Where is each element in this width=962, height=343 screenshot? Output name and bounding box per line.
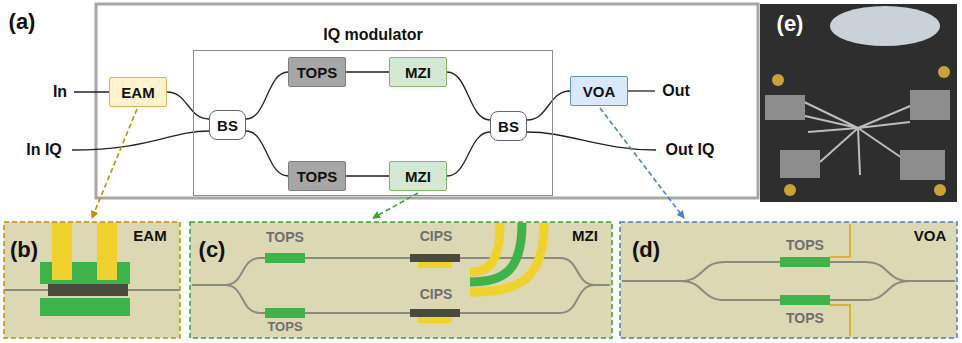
photo-ground xyxy=(620,222,957,338)
modulator-section xyxy=(48,284,128,296)
photo-ground xyxy=(4,222,180,338)
photo-title: EAM xyxy=(131,227,168,244)
probe-mount xyxy=(780,150,820,178)
waveguide-connector xyxy=(447,72,490,120)
iq-modulator-group: IQ modulatorBSTOPSMZITOPSMZIBS xyxy=(193,50,553,196)
waveguide-connector xyxy=(246,131,288,176)
panel-letter: (a) xyxy=(7,9,38,34)
contact-pad xyxy=(40,298,130,316)
photo-title: MZI xyxy=(570,227,600,244)
photo-part-label: TOPS xyxy=(265,320,304,335)
setup-photo xyxy=(760,4,957,202)
electrode xyxy=(418,262,452,268)
voa-box: VOA xyxy=(570,76,628,106)
port-label: Out IQ xyxy=(664,141,717,159)
output-wire xyxy=(527,132,656,150)
phase-section xyxy=(410,254,460,262)
panel-frame xyxy=(620,222,957,338)
panel-letter: (e) xyxy=(775,11,806,36)
phase-section xyxy=(410,309,460,317)
panel-letter: (d) xyxy=(630,237,662,262)
box-label: BS xyxy=(498,118,519,135)
probe-mount xyxy=(900,150,945,180)
electrode xyxy=(470,223,544,292)
box-label: BS xyxy=(217,117,238,134)
eam-box: EAM xyxy=(109,77,167,107)
heater xyxy=(265,308,305,318)
mzi-box: MZI xyxy=(389,57,447,87)
probe-mount xyxy=(765,95,805,120)
panel-frame xyxy=(4,222,180,338)
electrode xyxy=(418,317,452,323)
microscope-objective xyxy=(830,6,940,46)
rf-connector xyxy=(772,74,784,86)
port-label: Out xyxy=(660,82,692,100)
photo-part-label: TOPS xyxy=(784,310,826,326)
leader-arrow xyxy=(92,109,137,218)
electrode xyxy=(52,223,72,280)
port-label: In xyxy=(51,83,69,101)
photo-part-label: CIPS xyxy=(418,228,455,244)
heater xyxy=(780,257,830,267)
panel-letter: (c) xyxy=(197,237,228,262)
box-label: EAM xyxy=(121,84,154,101)
waveguide-connector xyxy=(167,92,209,119)
waveguide-connector xyxy=(447,132,490,176)
leader-arrow xyxy=(600,108,684,218)
chip-outline xyxy=(96,4,758,198)
waveguide-connector xyxy=(527,91,570,120)
rf-connector xyxy=(784,184,796,196)
panel-letter: (b) xyxy=(8,237,40,262)
box-label: TOPS xyxy=(297,168,338,185)
leader-arrow xyxy=(373,193,418,218)
photo-part-label: TOPS xyxy=(784,237,826,253)
group-heading: IQ modulator xyxy=(323,26,423,44)
waveguide-connector xyxy=(246,72,288,119)
electrode xyxy=(470,223,522,282)
heater-wire xyxy=(830,224,850,257)
input-wire xyxy=(74,91,109,92)
electrode xyxy=(97,223,117,280)
box-label: VOA xyxy=(583,83,616,100)
heater xyxy=(265,253,305,263)
mzi-box: MZI xyxy=(389,161,447,191)
panel-frame xyxy=(190,222,612,338)
rf-connector xyxy=(934,184,946,196)
box-label: TOPS xyxy=(297,64,338,81)
beam-splitter-box: BS xyxy=(209,110,246,140)
waveguide xyxy=(192,258,610,285)
rf-connector xyxy=(938,66,950,78)
box-label: MZI xyxy=(405,168,431,185)
heater-wire xyxy=(830,305,850,336)
photo-part-label: CIPS xyxy=(418,286,455,302)
probe-mount xyxy=(910,90,950,120)
phase-shifter-box: TOPS xyxy=(288,161,346,191)
input-wire xyxy=(72,131,209,150)
waveguide-connector xyxy=(346,71,389,72)
photo-title: VOA xyxy=(912,227,949,244)
waveguide-connector xyxy=(346,175,389,176)
beam-splitter-box: BS xyxy=(490,111,527,141)
phase-shifter-box: TOPS xyxy=(288,57,346,87)
photo-ground xyxy=(190,222,612,338)
box-label: MZI xyxy=(405,64,431,81)
photo-part-label: TOPS xyxy=(264,229,306,245)
output-wire xyxy=(628,90,655,91)
heater xyxy=(780,295,830,305)
electrode xyxy=(470,223,500,272)
port-label: In IQ xyxy=(24,141,64,159)
